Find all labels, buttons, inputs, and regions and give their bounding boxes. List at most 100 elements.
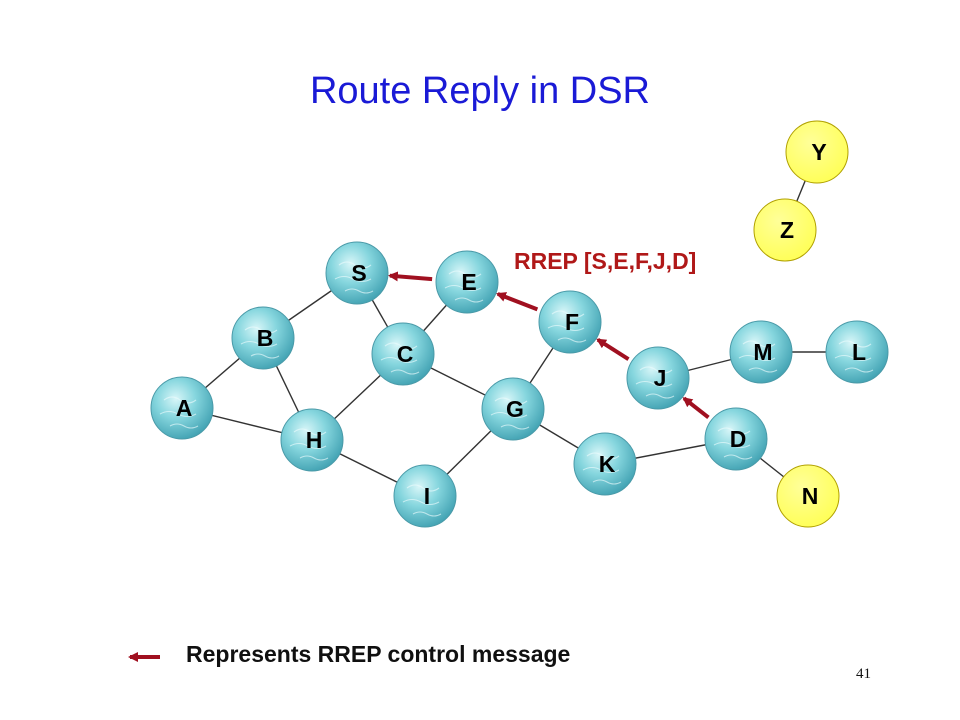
- node-b: B: [231, 306, 295, 370]
- node-circle: [231, 306, 295, 370]
- node-m: M: [729, 320, 793, 384]
- node-texture: [738, 354, 776, 362]
- node-circle: [825, 320, 889, 384]
- node-texture: [384, 342, 418, 350]
- node-texture: [293, 428, 327, 436]
- node-texture: [344, 288, 374, 294]
- node-l: L: [825, 320, 889, 384]
- node-circle: [280, 408, 344, 472]
- node-label: S: [351, 260, 366, 286]
- node-texture: [551, 310, 585, 318]
- node-k: K: [573, 432, 637, 496]
- node-label: N: [802, 483, 819, 509]
- node-label: Z: [780, 217, 794, 243]
- node-g: G: [481, 377, 545, 441]
- node-texture: [639, 366, 673, 374]
- node-texture: [717, 427, 751, 435]
- node-texture: [547, 324, 585, 332]
- node-texture: [240, 340, 278, 348]
- node-texture: [390, 369, 420, 375]
- node-texture: [299, 455, 329, 461]
- node-texture: [402, 498, 440, 506]
- node-label: Y: [811, 139, 826, 165]
- node-texture: [406, 484, 440, 492]
- node-label: D: [730, 426, 747, 452]
- node-label: C: [397, 341, 414, 367]
- node-texture: [490, 411, 528, 419]
- rrep-arrow-d-to-j: [682, 396, 710, 420]
- node-label: I: [424, 483, 430, 509]
- node-circle: [785, 120, 849, 184]
- node-texture: [723, 454, 753, 460]
- node-texture: [163, 396, 197, 404]
- node-texture: [838, 340, 872, 348]
- nodes-layer: S E F B C M L J A G H D K I N Y Z: [150, 120, 889, 528]
- node-h: H: [280, 408, 344, 472]
- node-y: Y: [785, 120, 849, 184]
- node-texture: [334, 275, 372, 283]
- node-texture: [844, 367, 874, 373]
- node-i: I: [393, 464, 457, 528]
- node-texture: [582, 466, 620, 474]
- node-circle: [753, 198, 817, 262]
- node-c: C: [371, 322, 435, 386]
- node-e: E: [435, 250, 499, 314]
- node-z: Z: [753, 198, 817, 262]
- node-texture: [250, 353, 280, 359]
- node-texture: [169, 423, 199, 429]
- node-label: G: [506, 396, 524, 422]
- node-circle: [435, 250, 499, 314]
- node-texture: [645, 393, 675, 399]
- node-label: J: [654, 365, 667, 391]
- node-n: N: [776, 464, 840, 528]
- node-j: J: [626, 346, 690, 410]
- rrep-arrow-j-to-f: [596, 338, 630, 361]
- rrep-arrow-f-to-e: [495, 292, 539, 312]
- node-circle: [371, 322, 435, 386]
- node-circle: [626, 346, 690, 410]
- node-texture: [500, 424, 530, 430]
- node-texture: [159, 410, 197, 418]
- rrep-route-label: RREP [S,E,F,J,D]: [514, 248, 697, 274]
- node-texture: [338, 261, 372, 269]
- node-texture: [592, 479, 622, 485]
- node-texture: [635, 380, 673, 388]
- node-circle: [704, 407, 768, 471]
- node-texture: [412, 511, 442, 517]
- node-texture: [586, 452, 620, 460]
- rrep-arrow-e-to-s: [387, 271, 433, 282]
- node-texture: [448, 270, 482, 278]
- node-label: F: [565, 309, 579, 335]
- node-texture: [742, 340, 776, 348]
- node-circle: [150, 376, 214, 440]
- node-circle: [573, 432, 637, 496]
- node-circle: [776, 464, 840, 528]
- node-texture: [289, 442, 327, 450]
- node-label: M: [753, 339, 772, 365]
- node-circle: [481, 377, 545, 441]
- node-texture: [748, 367, 778, 373]
- node-texture: [713, 441, 751, 449]
- node-circle: [729, 320, 793, 384]
- node-s: S: [325, 241, 389, 305]
- node-label: H: [306, 427, 323, 453]
- node-label: K: [599, 451, 616, 477]
- node-texture: [834, 354, 872, 362]
- node-f: F: [538, 290, 602, 354]
- legend-text: Represents RREP control message: [186, 641, 571, 667]
- node-circle: [393, 464, 457, 528]
- node-circle: [538, 290, 602, 354]
- node-d: D: [704, 407, 768, 471]
- node-label: B: [257, 325, 274, 351]
- rrep-arrows-layer: [387, 271, 710, 420]
- node-texture: [444, 284, 482, 292]
- node-texture: [454, 297, 484, 303]
- node-label: A: [176, 395, 193, 421]
- node-texture: [494, 397, 528, 405]
- node-texture: [557, 337, 587, 343]
- node-texture: [380, 356, 418, 364]
- node-label: L: [852, 339, 866, 365]
- node-a: A: [150, 376, 214, 440]
